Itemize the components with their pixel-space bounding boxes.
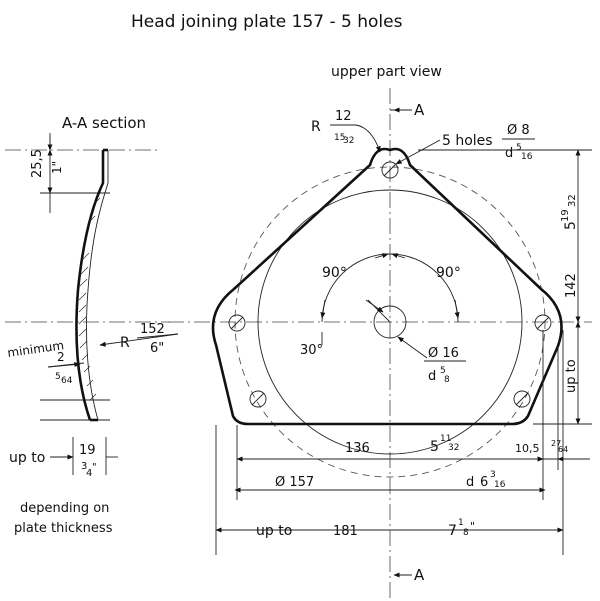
section-profile-inner [86, 150, 109, 421]
section-width-in-num: 3 [81, 461, 87, 472]
bolt-circle-in-num: 3 [490, 470, 496, 480]
corner-radius-in-den: 32 [343, 136, 354, 146]
angle-right-label: 90° [436, 265, 461, 281]
corner-radius-mm: 12 [335, 109, 352, 124]
drawing-title: Head joining plate 157 - 5 holes [131, 12, 403, 32]
hole-right [534, 314, 552, 332]
section-radius-prefix: R [120, 335, 130, 351]
center-hole-dia-in-num: 5 [440, 366, 446, 376]
height-prefix: up to [564, 359, 579, 393]
overall-mm: 181 [333, 524, 358, 539]
inch-mark: " [470, 520, 475, 533]
bolt-circle [234, 166, 546, 478]
hole-bottom-right [513, 390, 531, 408]
section-width-prefix: up to [9, 450, 45, 466]
hole-diameter-mm: Ø 8 [507, 123, 530, 138]
inch-mark: " [92, 462, 97, 473]
center-hole-dia-in-prefix: d [428, 369, 436, 384]
height-mm: 142 [564, 273, 579, 298]
hole-left [228, 314, 246, 332]
section-radius-in: 6" [150, 341, 164, 356]
section-profile-outer [75, 150, 105, 421]
min-thickness-in-num: 5 [55, 372, 61, 382]
angle-small-label: 30° [300, 343, 323, 358]
width-136-mm: 136 [345, 441, 370, 456]
height-top-in-whole: 5 [563, 221, 579, 230]
section-note-line2: plate thickness [14, 521, 113, 536]
angle-arc [321, 253, 459, 323]
bolt-circle-in-prefix: d [466, 475, 474, 490]
corner-radius-prefix: R [311, 119, 321, 135]
inner-circle [257, 189, 523, 455]
hole-bottom-left [249, 390, 267, 408]
section-marker-bottom: A [414, 566, 425, 584]
holes-count-label: 5 holes [442, 133, 493, 149]
section-top-mm: 25,5 [30, 149, 45, 178]
plate-outline [211, 147, 563, 426]
overall-prefix: up to [256, 523, 292, 539]
section-top-in: 1" [50, 161, 64, 174]
hole-diameter-in-num: 5 [516, 143, 522, 153]
plate-view: upper part view A A [168, 64, 592, 598]
overall-in-den: 8 [463, 528, 469, 538]
section-width-mm: 19 [79, 443, 96, 458]
offset-mm: 10,5 [515, 442, 540, 455]
section-note-line1: depending on [20, 501, 109, 516]
min-thickness-mm: 2 [57, 350, 65, 364]
bolt-circle-mm: Ø 157 [275, 475, 314, 490]
angle-left-label: 90° [322, 265, 347, 281]
center-hole-dia-mm: Ø 16 [428, 346, 459, 361]
overall-in-whole: 7 [448, 523, 457, 539]
hole-diameter-in-prefix: d [505, 146, 513, 161]
view-label: upper part view [331, 64, 442, 80]
height-top-in-den: 32 [567, 194, 578, 207]
center-hole [373, 305, 407, 339]
bolt-circle-in-den: 16 [494, 480, 506, 490]
hole-top [381, 161, 399, 179]
section-view: A-A section 25,5 1" [5, 114, 179, 536]
height-top-in-num: 19 [560, 209, 571, 222]
offset-in-num: 27 [551, 439, 561, 448]
width-136-in-whole: 5 [430, 439, 439, 455]
min-thickness-in-den: 64 [61, 376, 73, 386]
section-hatching [78, 197, 101, 401]
section-title: A-A section [62, 114, 146, 132]
bolt-circle-in-whole: 6 [480, 475, 488, 490]
section-radius-mm: 152 [140, 322, 165, 337]
section-width-in-den: 4 [86, 468, 92, 479]
width-136-in-num: 11 [440, 434, 451, 444]
width-136-in-den: 32 [448, 443, 459, 453]
center-hole-dia-in-den: 8 [444, 375, 450, 385]
corner-radius-in-num: 15 [334, 133, 345, 143]
section-marker-top: A [414, 101, 425, 119]
overall-in-num: 1 [458, 518, 464, 528]
hole-diameter-in-den: 16 [521, 152, 533, 162]
